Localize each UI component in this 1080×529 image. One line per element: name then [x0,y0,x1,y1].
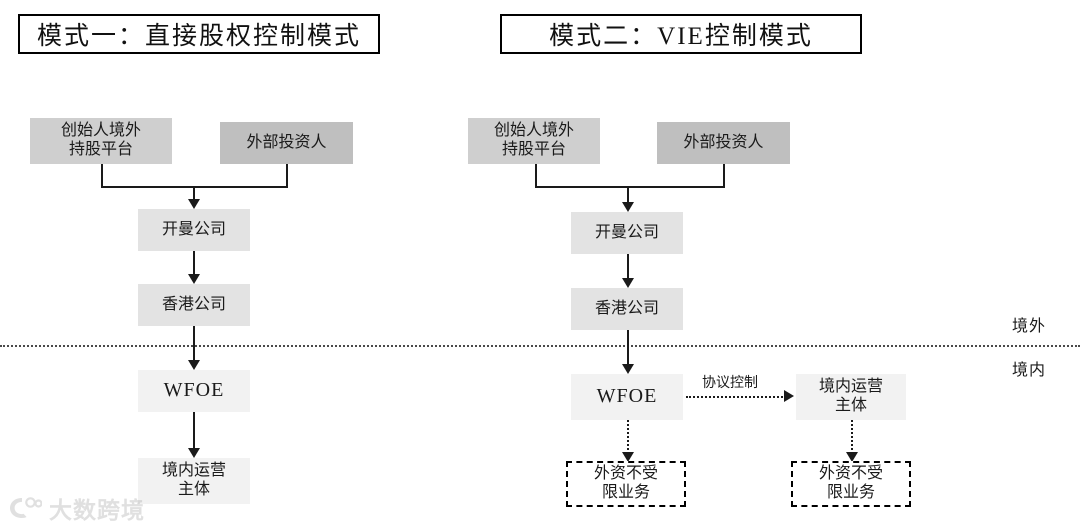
arrowhead-to-domestic-1 [188,448,200,458]
brand-logo-icon [10,497,42,518]
node-label: 香港公司 [594,299,659,317]
node-unrestricted-business-right: 外资不受 限业务 [791,461,911,507]
region-label-onshore: 境内 [1012,362,1047,379]
edge-founder-to-bus-1 [101,164,103,186]
edge-cayman-to-hongkong-1 [193,251,195,276]
node-label: 创始人境外 持股平台 [60,122,141,158]
edge-cayman-to-hongkong-2 [627,254,629,286]
edge-founder-to-bus-2 [535,164,537,186]
node-unrestricted-business-left: 外资不受 限业务 [566,461,686,507]
node-domestic-entity-2: 境内运营 主体 [796,374,906,420]
watermark: 大数跨境 [8,491,145,525]
panel-one-title: 模式一：直接股权控制模式 [18,14,380,54]
node-label: 境内运营 主体 [161,462,226,498]
edge-hongkong-to-wfoe-1 [193,326,195,364]
arrowhead-contractual-control [784,390,794,402]
arrowhead-to-cayman-1 [188,199,200,209]
edge-bus-2 [535,186,725,188]
arrowhead-to-unrestricted-right [846,452,858,462]
edge-investor-to-bus-1 [286,164,288,186]
node-external-investor-2: 外部投资人 [657,122,790,164]
node-label: 境内运营 主体 [818,378,883,414]
offshore-onshore-divider [0,345,1080,347]
arrowhead-to-wfoe-1 [188,360,200,370]
node-label: 外资不受 限业务 [818,465,883,501]
arrowhead-to-hongkong-2 [622,278,634,288]
node-cayman-2: 开曼公司 [571,212,683,254]
arrowhead-to-wfoe-2 [622,364,634,374]
edge-label-contractual-control: 协议控制 [700,372,760,392]
arrowhead-to-hongkong-1 [188,274,200,284]
panel-two-title: 模式二：VIE控制模式 [500,14,862,54]
node-label: 创始人境外 持股平台 [493,122,574,158]
node-wfoe-1: WFOE [138,370,250,412]
node-wfoe-2: WFOE [571,374,683,420]
node-label: WFOE [163,379,225,402]
panel-two-title-text: 模式二：VIE控制模式 [549,23,813,50]
arrowhead-to-unrestricted-left [622,452,634,462]
region-label-offshore: 境外 [1012,318,1047,335]
node-founder-platform-2: 创始人境外 持股平台 [468,118,600,164]
node-hongkong-1: 香港公司 [138,284,250,326]
edge-domestic-to-unrestricted-right [851,420,853,458]
node-label: 外部投资人 [683,133,764,151]
edge-contractual-control [686,396,786,398]
edge-bus-to-cayman-2 [627,186,629,204]
node-label: 外部投资人 [246,133,327,151]
node-founder-platform-1: 创始人境外 持股平台 [30,118,172,164]
node-cayman-1: 开曼公司 [138,209,250,251]
node-hongkong-2: 香港公司 [571,288,683,330]
node-label: 开曼公司 [161,220,226,238]
node-label: 开曼公司 [594,223,659,241]
node-domestic-entity-1: 境内运营 主体 [138,458,250,504]
panel-one-title-text: 模式一：直接股权控制模式 [36,23,361,50]
edge-wfoe-to-domestic-1 [193,412,195,452]
edge-hongkong-to-wfoe-2 [627,330,629,368]
node-label: 外资不受 限业务 [593,465,658,501]
node-label: 香港公司 [161,295,226,313]
edge-wfoe-to-unrestricted-left [627,420,629,458]
node-external-investor-1: 外部投资人 [220,122,353,164]
arrowhead-to-cayman-2 [622,202,634,212]
watermark-text: 大数跨境 [49,498,145,524]
node-label: WFOE [596,385,658,408]
edge-investor-to-bus-2 [723,164,725,186]
edge-bus-to-cayman-1 [193,186,195,201]
